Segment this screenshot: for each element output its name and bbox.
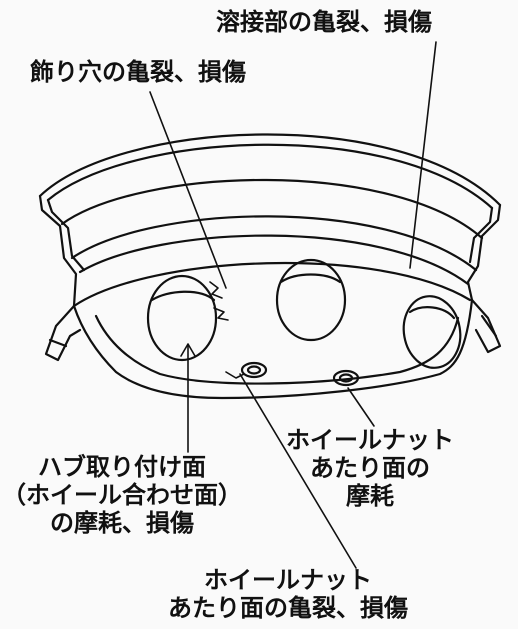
rim-outer-edge-inner xyxy=(46,143,494,210)
rim-barrel-line-2 xyxy=(70,215,478,272)
label-hub-line-1: ハブ取り付け面 xyxy=(38,453,206,481)
decorative-hole-center xyxy=(275,258,347,342)
left-bracket xyxy=(44,304,82,362)
label-nut-seat-crack: ホイールナット あたり面の亀裂、損傷 xyxy=(168,566,408,622)
rim-right-flange xyxy=(466,203,502,302)
nut-seat-right xyxy=(332,369,360,387)
decorative-hole-center-inner xyxy=(279,273,342,284)
nut-seat-right-inner xyxy=(338,373,354,383)
label-nut-crack-line-1: ホイールナット xyxy=(204,566,372,594)
rim-barrel-line-1 xyxy=(60,178,484,240)
label-hub-line-2: （ホイール合わせ面） xyxy=(2,481,242,509)
decorative-hole-right xyxy=(402,295,462,369)
leader-nut-crack xyxy=(239,373,357,569)
label-decorative-hole-damage: 飾り穴の亀裂、損傷 xyxy=(30,58,246,86)
right-bracket-detail xyxy=(480,314,498,338)
disc-inner-contour xyxy=(94,314,460,385)
crack-mark-lower xyxy=(213,307,229,321)
decorative-hole-left xyxy=(146,274,218,362)
rim-right-flange-inner xyxy=(468,206,494,264)
label-hub-mount-surface: ハブ取り付け面 （ホイール合わせ面） の摩耗、損傷 xyxy=(2,453,242,537)
label-nut-crack-line-2: あたり面の亀裂、損傷 xyxy=(168,594,408,622)
decorative-hole-left-inner xyxy=(150,290,216,302)
label-nut-wear-line-1: ホイールナット xyxy=(286,426,454,454)
left-bracket-detail xyxy=(48,338,68,348)
leader-weld xyxy=(409,41,437,269)
disc-outer-contour xyxy=(72,298,474,400)
rim-barrel-line-3 xyxy=(78,234,470,286)
leader-decorative-hole xyxy=(149,91,227,289)
leader-nut-wear xyxy=(347,387,375,427)
rim-left-flange xyxy=(38,194,78,308)
label-nut-seat-wear: ホイールナット あたり面の 摩耗 xyxy=(286,426,454,510)
label-nut-wear-line-2: あたり面の xyxy=(310,454,430,482)
right-bracket xyxy=(470,298,502,354)
rim-left-flange-inner xyxy=(46,198,86,272)
leader-hub-arrowhead xyxy=(180,343,196,357)
nut-seat-center-inner xyxy=(246,365,262,375)
decorative-hole-right-inner xyxy=(408,306,456,320)
label-weld-damage: 溶接部の亀裂、損傷 xyxy=(216,8,432,36)
disc-top-edge xyxy=(72,261,472,308)
label-hub-line-3: の摩耗、損傷 xyxy=(50,509,194,537)
label-nut-wear-line-3: 摩耗 xyxy=(346,482,394,510)
rim-outer-edge xyxy=(38,133,502,207)
crack-mark-upper xyxy=(209,281,223,299)
nut-seat-center xyxy=(240,361,268,379)
